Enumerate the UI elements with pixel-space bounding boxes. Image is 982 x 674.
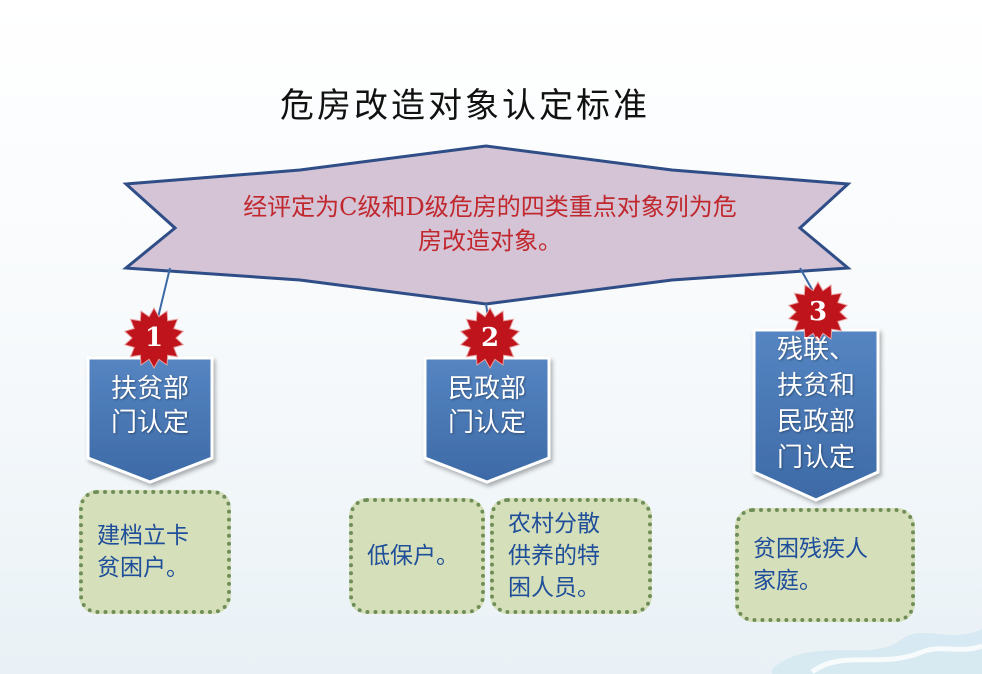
note-line: 贫困残疾人: [753, 536, 868, 562]
category-arrow-2: [423, 356, 551, 484]
note-box-4: 贫困残疾人 家庭。: [735, 508, 915, 622]
category-label-2: 民政部 门认定: [425, 372, 549, 440]
note-line: 农村分散: [508, 511, 600, 537]
banner-text: 经评定为C级和D级危房的四类重点对象列为危 房改造对象。: [175, 190, 805, 258]
page-title: 危房改造对象认定标准: [280, 86, 650, 126]
note-box-3: 农村分散 供养的特 困人员。: [490, 498, 652, 614]
note-box-1: 建档立卡 贫困户。: [79, 490, 231, 614]
badge-star-2: [459, 306, 521, 370]
badge-number-2: 2: [480, 323, 500, 353]
category-label-3-line: 扶贫和: [776, 371, 855, 401]
note-line: 贫困户。: [97, 555, 189, 581]
category-label-3: 残联、 扶贫和 民政部 门认定: [754, 332, 878, 476]
badge-star-1: [123, 306, 185, 370]
category-arrow-3: [752, 328, 880, 502]
note-line: 建档立卡: [97, 523, 189, 549]
note-box-2: 低保户。: [349, 498, 485, 614]
category-label-1: 扶贫部 门认定: [88, 372, 212, 440]
decorative-swirl-icon: [772, 629, 982, 674]
category-label-2-line: 民政部: [447, 374, 526, 404]
badge-number-3: 3: [808, 297, 828, 327]
banner-shape: [122, 144, 852, 306]
category-label-2-line: 门认定: [447, 408, 526, 438]
note-line: 供养的特: [508, 543, 600, 569]
badge-number-1: 1: [144, 323, 164, 353]
category-label-3-line: 残联、: [776, 335, 855, 365]
banner-line-1: 经评定为C级和D级危房的四类重点对象列为危: [243, 193, 737, 221]
category-label-1-line: 扶贫部: [110, 374, 189, 404]
badge-star-3: [787, 280, 849, 344]
category-label-3-line: 民政部: [776, 407, 855, 437]
category-label-1-line: 门认定: [110, 408, 189, 438]
banner-line-2: 房改造对象。: [418, 227, 562, 255]
category-label-3-line: 门认定: [776, 443, 855, 473]
note-line: 困人员。: [508, 575, 600, 601]
note-line: 家庭。: [753, 568, 822, 594]
note-line: 低保户。: [367, 543, 459, 569]
category-arrow-1: [86, 356, 214, 484]
